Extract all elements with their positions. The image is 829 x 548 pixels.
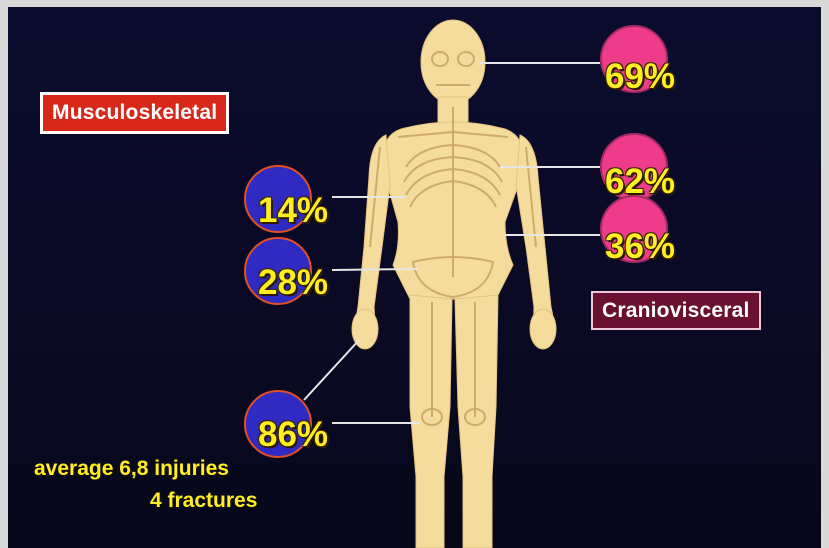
pelvis-percent: 28% (258, 265, 328, 300)
abdomen-percent: 36% (605, 229, 675, 264)
skull-percent: 69% (605, 59, 675, 94)
craniovisceral-label: Craniovisceral (591, 291, 761, 330)
slide: Musculoskeletal Craniovisceral 69% 62% 3… (8, 7, 821, 548)
thorax-percent: 62% (605, 164, 675, 199)
musculoskeletal-label: Musculoskeletal (40, 92, 229, 134)
fractures-note: 4 fractures (150, 490, 257, 511)
upper-limb-percent: 14% (258, 193, 328, 228)
lower-limb-percent: 86% (258, 417, 328, 452)
average-injuries-note: average 6,8 injuries (34, 458, 229, 479)
